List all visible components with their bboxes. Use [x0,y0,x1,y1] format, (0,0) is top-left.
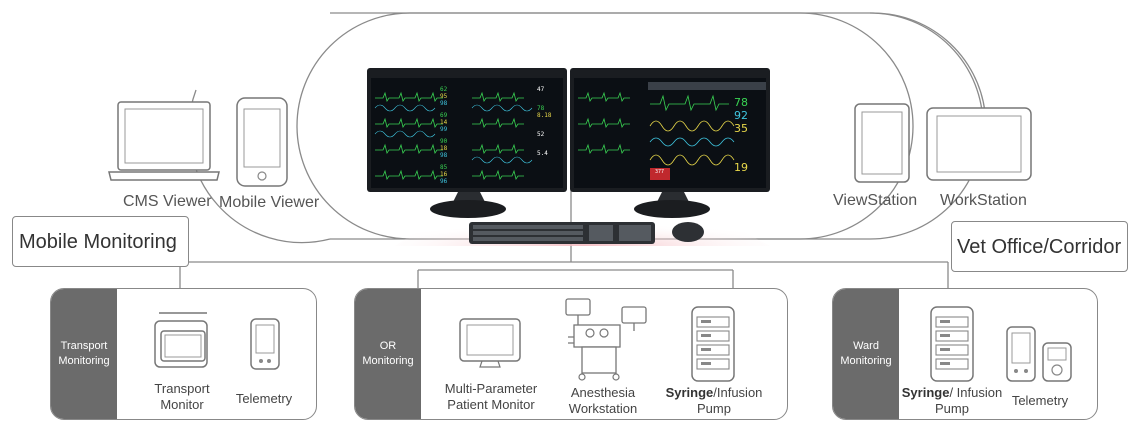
mobile-viewer-label: Mobile Viewer [219,194,320,211]
mobile-monitoring-box: Mobile Monitoring [12,216,189,267]
viewstation-label: ViewStation [833,192,918,209]
caption-line: Pump [935,401,969,416]
telemetry-icon [250,318,280,370]
value: 78 [537,105,545,112]
value: 16 [440,171,448,178]
workstation-label: WorkStation [940,192,1027,209]
value: 98 [440,152,448,159]
value: 35 [734,122,748,135]
transport-monitor-caption: Transport Monitor [147,381,217,413]
anesthesia-workstation-icon [565,298,647,381]
caption-line: Telemetry [235,391,293,406]
tablet-icon [854,103,910,183]
value: 69 [440,112,448,119]
ward-infusion-pump-icon [930,306,974,382]
right-screen-waveforms [578,91,735,180]
value: 95 [440,93,448,100]
vet-office-label: Vet Office/Corridor [957,236,1122,258]
vet-office-box: Vet Office/Corridor [951,221,1128,272]
caption-line: Telemetry [1011,393,1069,408]
tag-line: Monitoring [58,355,110,367]
value: 99 [440,126,448,133]
value: 18 [440,145,448,152]
ward-monitoring-group: Ward Monitoring Syringe/ Infusion Pump T… [832,288,1098,420]
workstation-tablet-icon [926,107,1032,181]
infusion-pump-icon [691,306,735,382]
ward-monitoring-tag: Ward Monitoring [833,289,899,419]
caption-line: Patient Monitor [447,397,535,412]
caption-line: Multi-Parameter [444,381,538,396]
value: 14 [440,119,448,126]
value: 78 [734,96,748,109]
ward-telemetry-icon [1006,326,1072,382]
caption-line: /Infusion [713,385,763,400]
caption-line: Transport [154,381,210,396]
value: 5.4 [537,150,548,157]
caption-bold: Syringe [901,385,950,400]
tag-line: Transport [60,340,108,352]
ward-infusion-pump-caption: Syringe/ Infusion Pump [899,385,1005,417]
value: 92 [734,109,748,122]
telemetry-caption: Telemetry [229,391,299,407]
right-screen-header [648,82,766,90]
left-values-col1: 62 95 98 69 14 99 90 18 98 85 16 96 [440,86,454,185]
caption-line: Anesthesia [570,385,636,400]
value: 98 [440,100,448,107]
keyboard-icon [469,222,655,244]
tag-line: Ward [853,340,879,352]
right-values: 78 92 35 19 [734,96,764,174]
left-values-col2: 47 78 8.18 52 5.4 [537,86,561,157]
infusion-pump-caption: Syringe/Infusion Pump [659,385,769,417]
or-monitoring-group: OR Monitoring Multi-Parameter Patient Mo… [354,288,788,420]
mobile-monitoring-label: Mobile Monitoring [19,231,177,253]
tag-line: Monitoring [362,355,414,367]
value: 47 [537,86,545,93]
cms-viewer-label: CMS Viewer [123,193,212,210]
caption-line: Pump [697,401,731,416]
value: 96 [440,178,448,185]
transport-monitoring-group: Transport Monitoring Transport Monitor T… [50,288,317,420]
value: 52 [537,131,545,138]
mobile-phone-icon [236,97,288,187]
value: 377 [655,169,665,175]
tag-line: Monitoring [840,355,892,367]
patient-monitor-icon [459,318,521,368]
value: 19 [734,161,748,174]
laptop-icon [108,101,220,181]
value: 90 [440,138,448,145]
caption-line: Monitor [160,397,204,412]
ward-telemetry-caption: Telemetry [1005,393,1075,409]
left-screen-waveforms [374,91,533,180]
tag-line: OR [379,340,397,352]
or-monitoring-tag: OR Monitoring [355,289,421,419]
value: 62 [440,86,448,93]
mouse-icon [672,222,704,242]
patient-monitor-caption: Multi-Parameter Patient Monitor [443,381,539,413]
central-monitor-right: 78 92 35 19 377 [570,68,770,192]
transport-monitoring-tag: Transport Monitoring [51,289,117,419]
caption-line: Workstation [568,401,638,416]
transport-monitor-icon [154,312,208,368]
value: 85 [440,164,448,171]
caption-line: / Infusion [949,385,1003,400]
value: 8.18 [537,112,552,119]
anesthesia-caption: Anesthesia Workstation [555,385,651,417]
caption-bold: Syringe [665,385,714,400]
central-monitor-left: 62 95 98 69 14 99 90 18 98 85 16 96 47 7… [367,68,567,192]
left-screen [371,78,563,188]
